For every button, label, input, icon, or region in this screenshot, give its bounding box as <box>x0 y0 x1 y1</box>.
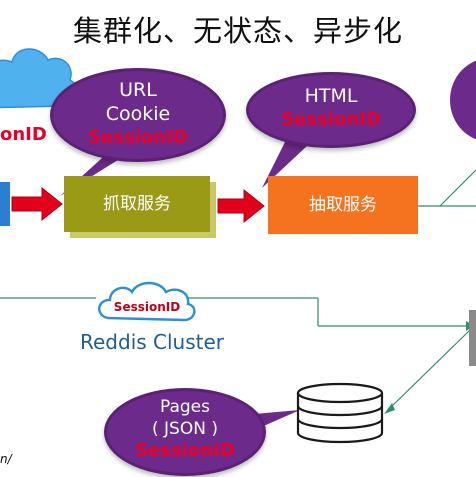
bubble-html-line1: HTML <box>304 85 358 107</box>
right-bubble-edge <box>450 60 476 140</box>
crawl-service-box: 抓取服务 <box>64 176 210 232</box>
left-client-edge <box>0 182 10 226</box>
bubble-html-sessionid: SessionID <box>281 109 381 130</box>
page-title: 集群化、无状态、异步化 <box>72 14 403 48</box>
red-arrow-1 <box>11 186 63 222</box>
bubble-pages-line2: ( JSON ) <box>152 419 218 439</box>
left-cloud-label: onID <box>0 124 47 145</box>
bubble-request <box>50 68 226 162</box>
right-server-edge <box>469 310 476 366</box>
bubble-request-line1: URL <box>119 79 157 101</box>
bottom-left-fragment: n/ <box>0 452 12 466</box>
bubble-pages-text: Pages ( JSON ) SessionID <box>104 396 266 462</box>
bubble-pages-sessionid: SessionID <box>135 440 235 461</box>
bubble-pages <box>104 388 266 476</box>
redis-cloud-label: SessionID <box>113 300 181 314</box>
redis-cloud-icon <box>98 281 196 322</box>
bubble-html-text: HTML SessionID <box>246 84 416 132</box>
bubble-html <box>246 72 416 148</box>
database-icon <box>296 382 384 444</box>
extract-service-box: 抽取服务 <box>268 176 418 234</box>
bubble-request-text: URL Cookie SessionID <box>50 78 226 150</box>
bubble-request-sessionid: SessionID <box>88 127 188 148</box>
redis-cluster-label: Reddis Cluster <box>80 330 225 354</box>
green-connector-lines <box>0 169 476 411</box>
bubble-request-line2: Cookie <box>105 103 171 125</box>
bubble-pages-line1: Pages <box>159 397 210 417</box>
red-arrow-2 <box>217 188 265 224</box>
